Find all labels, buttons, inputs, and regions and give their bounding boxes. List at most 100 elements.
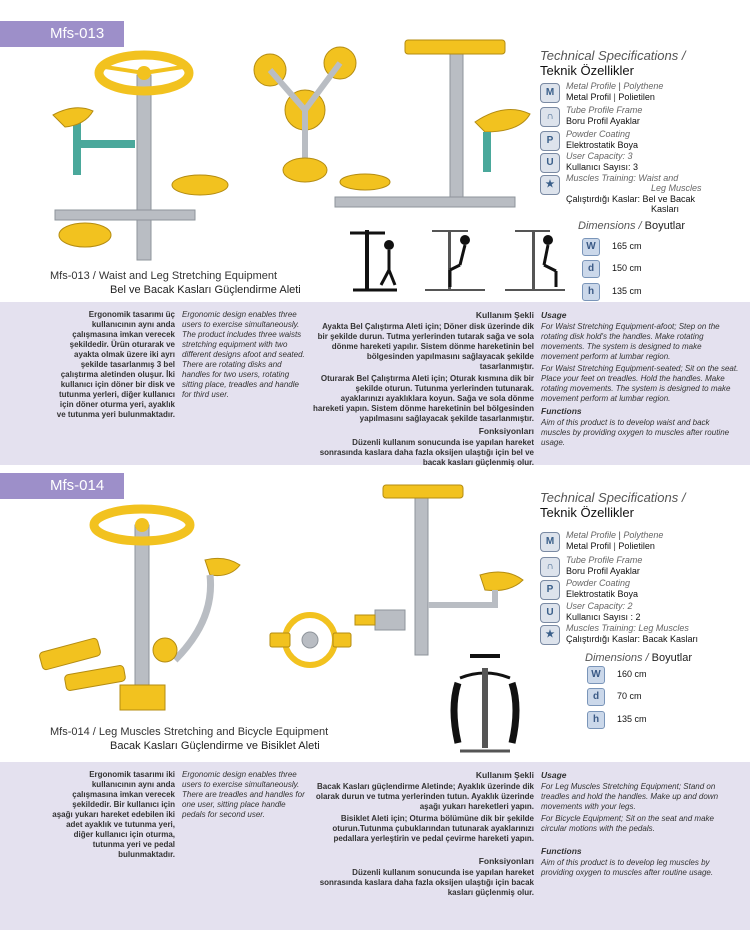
spec-label-tr: Elektrostatik Boya — [566, 589, 639, 599]
product-render-main — [52, 50, 229, 261]
functions-tr-para: Düzenli kullanım sonucunda ise yapılan h… — [319, 438, 534, 467]
dimensions-title: Dimensions / Boyutlar — [578, 220, 685, 232]
usage-en-heading: Usage — [541, 310, 567, 320]
dimension-value: 70 cm — [617, 691, 642, 701]
usage-figure-3 — [505, 230, 565, 291]
usage-figure-1 — [350, 230, 397, 292]
muscles-training-icon: ★ — [540, 175, 560, 195]
usage-tr: Kullanım Şekli Bacak Kasları güçlendirme… — [312, 770, 534, 900]
spec-title-tr: Teknik Özellikler — [540, 505, 634, 520]
spec-title-en: Technical Specifications / — [540, 490, 686, 505]
product-caption-en: Mfs-013 / Waist and Leg Stretching Equip… — [50, 270, 278, 282]
usage-tr-para: Bacak Kasları güçlendirme Aletinde; Ayak… — [315, 782, 534, 811]
spec-muscles: ★ Muscles Training: Waist and Leg Muscle… — [540, 173, 750, 215]
product-render-seated — [334, 39, 531, 208]
depth-icon: d — [582, 260, 600, 278]
spec-label-tr: Boru Profil Ayaklar — [566, 566, 640, 576]
dimension-depth: d 150 cm — [582, 260, 702, 278]
dimensions-title: Dimensions / Boyutlar — [585, 652, 692, 664]
spec-muscles: ★ Muscles Training: Leg Muscles Çalıştır… — [540, 623, 750, 645]
usage-tr-para: Ayakta Bel Çalıştırma Aleti için; Döner … — [317, 322, 534, 371]
usage-figure-rider — [450, 654, 520, 753]
dimension-value: 160 cm — [617, 669, 647, 679]
spec-label-tr: Metal Profil — [566, 92, 612, 102]
spec-label-tr: Çalıştırdığı Kaslar: Bel ve Bacak — [566, 194, 696, 204]
spec-label-tr: Elektrostatik Boya — [566, 140, 639, 150]
dimension-value: 150 cm — [612, 263, 642, 273]
width-icon: W — [582, 238, 600, 256]
description-panel: Ergonomik tasarımı üç kullanıcının aynı … — [0, 302, 750, 467]
description-en: Ergonomic design enables three users to … — [182, 310, 305, 399]
spec-label-en: User Capacity: 3 — [566, 151, 633, 161]
usage-tr: Kullanım Şekli Ayakta Bel Çalıştırma Ale… — [312, 310, 534, 470]
spec-label-tr: Kullanıcı Sayısı : 2 — [566, 612, 641, 622]
metal-profile-icon: M — [540, 532, 560, 552]
spec-label-en: User Capacity: 2 — [566, 601, 633, 611]
depth-icon: d — [587, 688, 605, 706]
spec-label-en: Tube Profile Frame — [566, 555, 643, 565]
dimension-height: h 135 cm — [587, 711, 707, 729]
usage-figure-2 — [425, 230, 485, 291]
spec-label-en: Tube Profile Frame — [566, 105, 643, 115]
powder-coating-icon: P — [540, 131, 560, 151]
spec-material: M Metal Profile | Polythene Metal Profil… — [540, 81, 750, 103]
dimension-value: 135 cm — [617, 714, 647, 724]
dimension-height: h 135 cm — [582, 283, 702, 301]
product-caption-tr: Bacak Kasları Güçlendirme ve Bisiklet Al… — [110, 740, 320, 752]
product-caption-en: Mfs-014 / Leg Muscles Stretching and Bic… — [50, 726, 329, 738]
spec-label-en-2: Leg Muscles — [651, 183, 702, 193]
description-panel: Ergonomik tasarımı iki kullanıcının aynı… — [0, 762, 750, 930]
usage-tr-para: Bisiklet Aleti için; Oturma bölümüne dik… — [332, 814, 534, 843]
description-en: Ergonomic design enables three users to … — [182, 770, 305, 819]
functions-en-heading: Functions — [541, 846, 582, 856]
product-mfs-014: Mfs-014 Mfs-014 / Leg Muscles Stretching… — [0, 470, 750, 930]
spec-material: M Metal Profile | Polythene Metal Profil… — [540, 530, 750, 552]
dimension-width: W 160 cm — [587, 666, 707, 684]
spec-label-en: Powder Coating — [566, 129, 631, 139]
product-code-tag: Mfs-013 — [0, 21, 124, 47]
spec-label-tr: Kullanıcı Sayısı: 3 — [566, 162, 639, 172]
functions-en-para: Aim of this product is to develop waist … — [541, 418, 730, 447]
dimension-width: W 165 cm — [582, 238, 702, 256]
spec-coating: P Powder Coating Elektrostatik Boya — [540, 129, 750, 151]
dimension-value: 165 cm — [612, 241, 642, 251]
usage-en-para: For Waist Stretching Equipment-afoot; St… — [541, 322, 720, 361]
dimension-depth: d 70 cm — [587, 688, 707, 706]
user-capacity-icon: U — [540, 603, 560, 623]
product-render-main — [39, 504, 241, 711]
spec-label-tr-2: Polietilen — [618, 541, 655, 551]
functions-tr-para: Düzenli kullanım sonucunda ise yapılan h… — [319, 868, 534, 897]
width-icon: W — [587, 666, 605, 684]
spec-capacity: U User Capacity: 2 Kullanıcı Sayısı : 2 — [540, 601, 750, 623]
height-icon: h — [587, 711, 605, 729]
usage-en-para: For Waist Stretching Equipment-seated; S… — [541, 364, 739, 403]
product-mfs-013: Mfs-013 — [0, 21, 750, 467]
spec-label-tr: Boru Profil Ayaklar — [566, 116, 640, 126]
description-tr: Ergonomik tasarımı iki kullanıcının aynı… — [52, 770, 175, 859]
functions-en-para: Aim of this product is to develop leg mu… — [541, 858, 714, 877]
metal-profile-icon: M — [540, 83, 560, 103]
spec-frame: ∩ Tube Profile Frame Boru Profil Ayaklar — [540, 555, 750, 577]
product-render-bicycle — [354, 484, 524, 656]
spec-frame: ∩ Tube Profile Frame Boru Profil Ayaklar — [540, 105, 750, 127]
spec-title-en: Technical Specifications / — [540, 48, 686, 63]
product-code-tag: Mfs-014 — [0, 473, 124, 499]
spec-label-tr-2: Kasları — [651, 204, 680, 214]
spec-label-tr: Çalıştırdığı Kaslar: Bacak Kasları — [566, 634, 699, 644]
height-icon: h — [582, 283, 600, 301]
spec-label-en: Metal Profile — [566, 81, 617, 91]
functions-tr-heading: Fonksiyonları — [478, 856, 534, 866]
product-render-pedal-detail — [269, 612, 352, 668]
spec-label-en: Muscles Training: Waist and — [566, 173, 679, 183]
spec-label-en: Powder Coating — [566, 578, 631, 588]
description-tr: Ergonomik tasarımı üç kullanıcının aynı … — [56, 310, 175, 419]
usage-en-para: For Leg Muscles Stretching Equipment; St… — [541, 782, 719, 811]
usage-tr-heading: Kullanım Şekli — [475, 770, 534, 780]
usage-en: Usage For Leg Muscles Stretching Equipme… — [541, 770, 741, 880]
functions-tr-heading: Fonksiyonları — [478, 426, 534, 436]
usage-tr-para: Oturarak Bel Çalıştırma Aleti için; Otur… — [313, 374, 534, 423]
usage-en-para: For Bicycle Equipment; Sit on the seat a… — [541, 814, 714, 833]
spec-label-tr-2: Polietilen — [618, 92, 655, 102]
usage-en: Usage For Waist Stretching Equipment-afo… — [541, 310, 741, 450]
spec-label-en-2: Polythene — [623, 81, 664, 91]
